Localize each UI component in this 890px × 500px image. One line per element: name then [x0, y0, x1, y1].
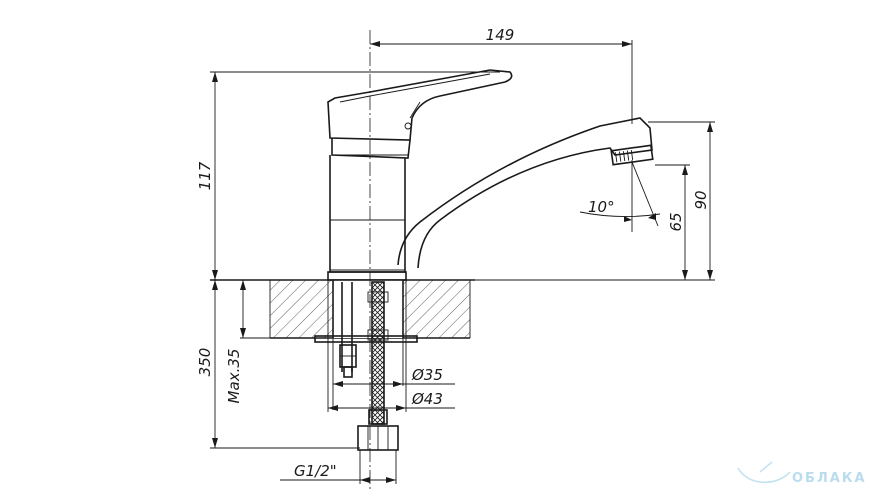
- dim-body-diameter: Ø43: [327, 280, 455, 412]
- dim-label-spout-reach: 149: [486, 26, 515, 44]
- cloud-logo-icon: [737, 467, 791, 484]
- watermark-text: ОБЛАКА: [792, 471, 867, 486]
- dim-total-height: 117: [196, 71, 500, 280]
- dim-spout-height: 90: [475, 121, 715, 281]
- dim-spout-angle: 10°: [579, 160, 661, 232]
- watermark: ОБЛАКА: [737, 461, 867, 486]
- mounting-studs: [314, 282, 418, 378]
- dim-hole-diameter: Ø35: [332, 338, 455, 410]
- flex-hose: [357, 281, 399, 451]
- dim-aerator-height: 65: [655, 164, 690, 280]
- dim-label-spout-height: 90: [692, 190, 710, 209]
- dim-label-spout-angle: 10°: [588, 198, 615, 216]
- dim-label-aerator-height: 65: [667, 212, 685, 231]
- dim-hose-length: 350: [196, 280, 360, 449]
- dim-label-total-height: 117: [196, 161, 214, 190]
- dim-max-mount: Max.35: [225, 280, 315, 403]
- faucet-body: [327, 138, 411, 281]
- spout: [397, 117, 654, 269]
- dim-label-hose-length: 350: [196, 348, 214, 377]
- dim-thread: G1/2": [280, 450, 397, 484]
- dim-label-thread: G1/2": [294, 462, 337, 480]
- dim-label-body-diameter: Ø43: [411, 390, 443, 408]
- lever-handle: [327, 69, 513, 141]
- dim-label-hole-diameter: Ø35: [411, 366, 443, 384]
- dim-spout-reach: 149: [370, 26, 633, 124]
- dim-label-max-mount: Max.35: [225, 349, 243, 404]
